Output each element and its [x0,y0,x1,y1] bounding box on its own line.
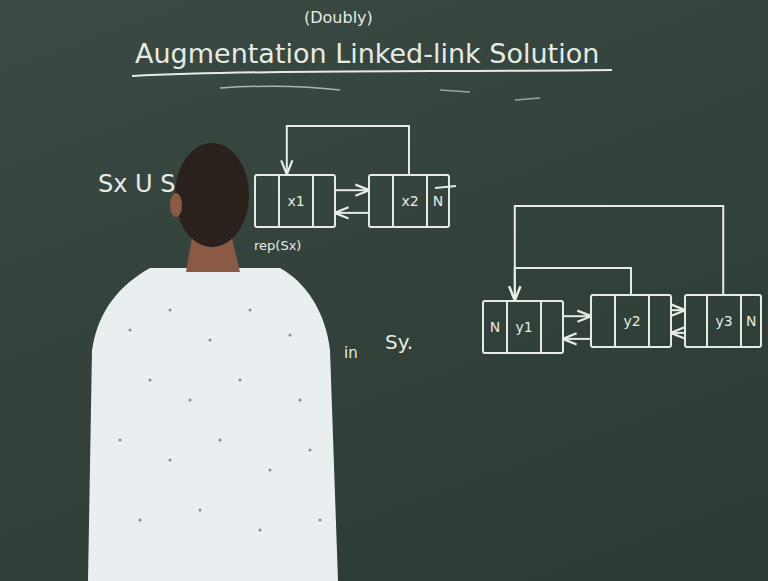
chalk-label: in [344,344,358,362]
list-pointer [564,315,590,317]
pointer-cell [592,296,614,346]
list-pointer [336,212,368,214]
chalk-stroke [220,86,340,90]
list-pointer [672,332,684,334]
pointer-cell: N [426,176,448,226]
list-node-box: y2 [590,294,672,348]
value-cell: y3 [706,296,740,346]
chalk-label: Sy. [385,330,413,354]
chalk-label: (Doubly) [304,8,373,27]
pointer-cell [312,176,334,226]
value-cell: x1 [278,176,312,226]
pointer-cell [370,176,392,226]
chalk-stroke [440,90,540,100]
board-title: Augmentation Linked-link Solution [135,38,599,69]
representative-pointer [515,206,723,299]
list-pointer [564,338,590,340]
chalk-label: Sx U S [98,170,176,198]
list-pointer [336,189,368,191]
node-text: x2 [401,193,418,209]
value-cell: y2 [614,296,648,346]
node-text: y3 [715,313,732,329]
list-node-box: y3 N [684,294,762,348]
next-pointer-stub [435,186,456,188]
pointer-cell [256,176,278,226]
list-node-box: Ny1 [482,300,564,354]
node-text: y2 [623,313,640,329]
representative-pointer [287,126,409,174]
node-text: x1 [287,193,304,209]
shirt-dots [119,309,322,532]
pointer-cell [686,296,706,346]
list-node-box: x1 [254,174,336,228]
value-cell: y1 [506,302,540,352]
value-cell: x2 [392,176,426,226]
list-node-box: x2 N [368,174,450,228]
node-text: y1 [515,319,532,335]
pointer-cell [540,302,562,352]
chalk-label: rep(Sx) [254,238,301,253]
node-text: N [490,319,500,335]
person-head [175,143,249,247]
pointer-cell: N [740,296,760,346]
list-pointer [672,309,684,311]
title-underline [132,70,612,76]
person-shirt [88,268,338,581]
pointer-cell [648,296,670,346]
node-text: N [433,193,443,209]
node-text: N [746,313,756,329]
pointer-cell: N [484,302,506,352]
